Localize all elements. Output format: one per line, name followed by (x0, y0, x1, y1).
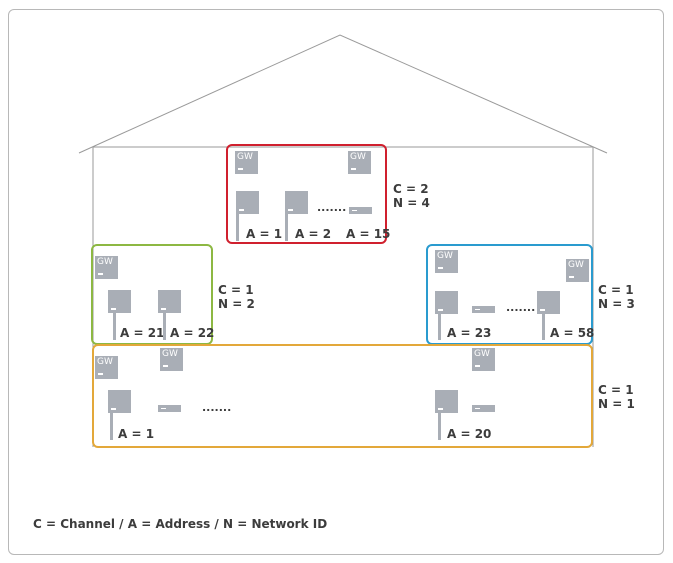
device-icon (435, 390, 458, 413)
channel-label: C = 1 (598, 383, 634, 397)
roof (78, 34, 608, 154)
address-label: A = 1 (246, 227, 283, 241)
network-box-red (226, 144, 387, 244)
channel-label: C = 1 (218, 283, 254, 297)
address-label: A = 58 (550, 326, 595, 340)
gateway-icon: GW (566, 259, 589, 282)
device-icon (108, 290, 131, 313)
address-label: A = 2 (295, 227, 332, 241)
flat-device-icon (472, 306, 495, 313)
address-label: A = 21 (120, 326, 165, 340)
gateway-label: GW (568, 260, 584, 270)
gateway-icon: GW (160, 348, 183, 371)
device-icon (435, 291, 458, 314)
ellipsis: ....... (506, 301, 536, 314)
legend-text: C = Channel / A = Address / N = Network … (33, 517, 328, 531)
gateway-icon: GW (95, 356, 118, 379)
address-label: A = 15 (346, 227, 391, 241)
device-pole (285, 214, 288, 241)
device-icon (236, 191, 259, 214)
diagram-frame (8, 9, 664, 555)
channel-label: C = 1 (598, 283, 634, 297)
device-pole (438, 413, 441, 440)
network-box-orange (92, 344, 593, 448)
device-pole (438, 314, 441, 340)
device-icon (108, 390, 131, 413)
address-label: A = 23 (447, 326, 492, 340)
gateway-label: GW (97, 357, 113, 367)
gateway-label: GW (237, 152, 253, 162)
ellipsis: ....... (202, 401, 232, 414)
device-pole (163, 313, 166, 340)
flat-device-icon (472, 405, 495, 412)
network-id-label: N = 4 (393, 196, 430, 210)
flat-device-icon (349, 207, 372, 214)
device-pole (236, 214, 239, 241)
gateway-icon: GW (435, 250, 458, 273)
address-label: A = 22 (170, 326, 215, 340)
device-pole (110, 413, 113, 440)
device-pole (113, 313, 116, 340)
channel-label: C = 2 (393, 182, 429, 196)
gateway-icon: GW (348, 151, 371, 174)
gateway-label: GW (474, 349, 490, 359)
house-outline (78, 34, 608, 447)
network-id-label: N = 1 (598, 397, 635, 411)
device-icon (285, 191, 308, 214)
gateway-label: GW (350, 152, 366, 162)
address-label: A = 20 (447, 427, 492, 441)
gateway-icon: GW (95, 256, 118, 279)
address-label: A = 1 (118, 427, 155, 441)
gateway-label: GW (97, 257, 113, 267)
device-icon (158, 290, 181, 313)
ellipsis: ....... (317, 201, 347, 214)
gateway-icon: GW (235, 151, 258, 174)
device-icon (537, 291, 560, 314)
gateway-label: GW (162, 349, 178, 359)
flat-device-icon (158, 405, 181, 412)
network-id-label: N = 2 (218, 297, 255, 311)
gateway-label: GW (437, 251, 453, 261)
device-pole (542, 314, 545, 340)
network-id-label: N = 3 (598, 297, 635, 311)
gateway-icon: GW (472, 348, 495, 371)
